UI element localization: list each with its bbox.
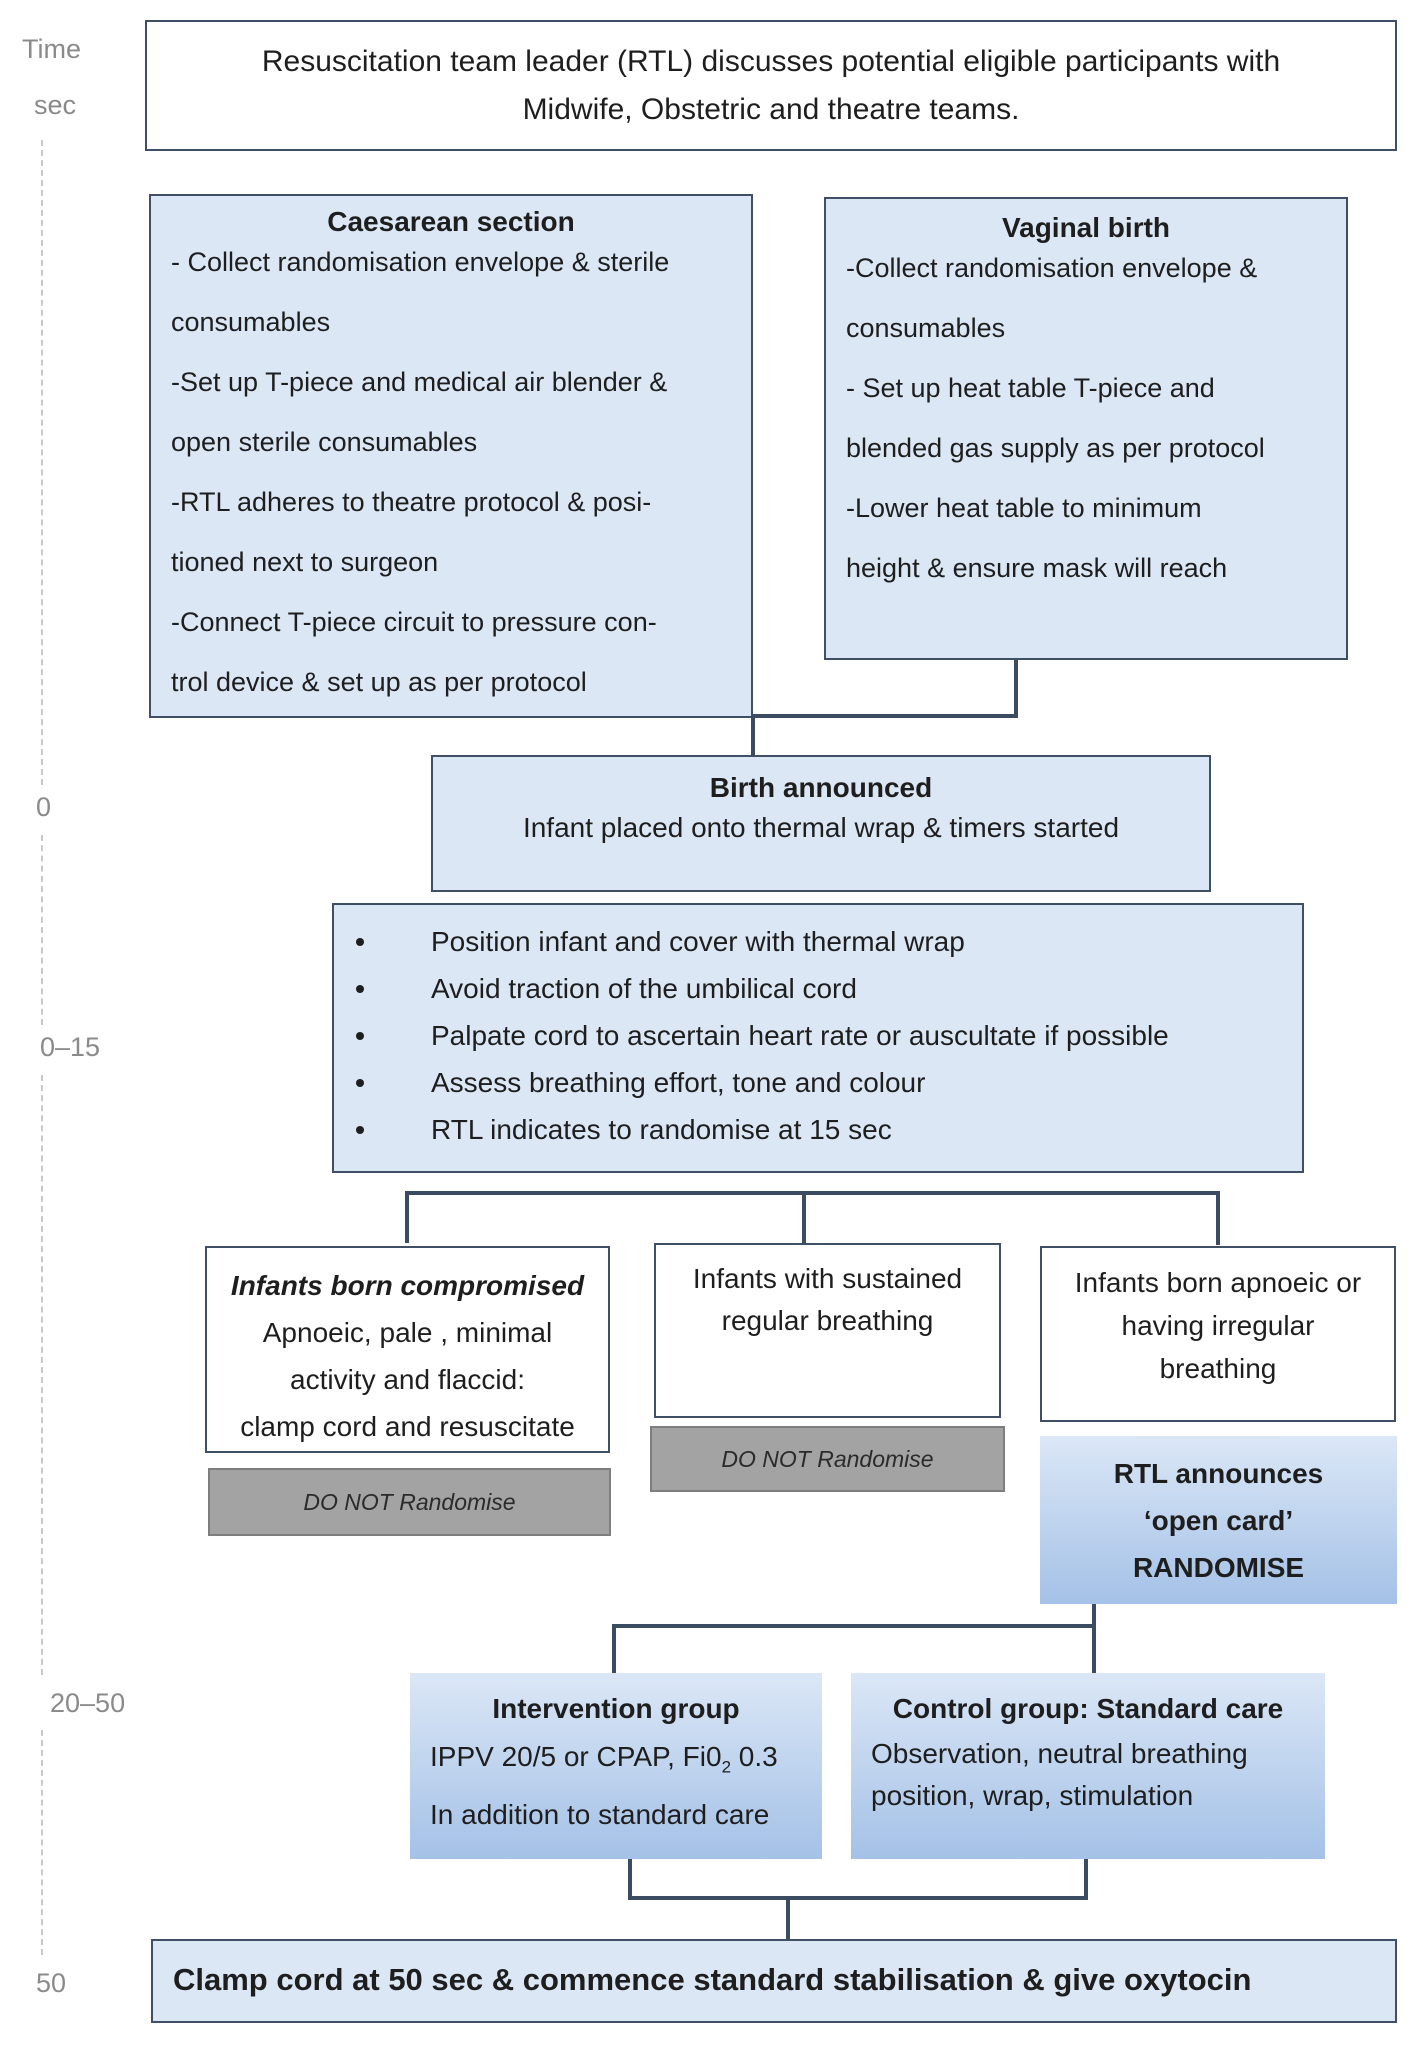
axis-dashed-line [41, 140, 43, 785]
control-group-box: Control group: Standard care Observation… [851, 1673, 1325, 1859]
birth-announced-box: Birth announced Infant placed onto therm… [431, 755, 1211, 892]
apnoeic-line-1: Infants born apnoeic or [1074, 1267, 1362, 1298]
sustained-line-2: regular breathing [721, 1305, 934, 1336]
vaginal-line-1: -Collect randomisation envelope & [846, 253, 1258, 283]
connector [1092, 1604, 1096, 1674]
connector [786, 1896, 790, 1940]
axis-dashed-line [41, 835, 43, 1025]
axis-tick-0: 0 [36, 792, 52, 822]
connector [628, 1896, 1088, 1900]
final-step-box: Clamp cord at 50 sec & commence standard… [151, 1939, 1397, 2023]
axis-tick-20-50: 20–50 [50, 1688, 126, 1718]
compromised-line-1: Apnoeic, pale , minimal [262, 1317, 553, 1348]
axis-dashed-line [41, 1075, 43, 1675]
vaginal-line-2: consumables [846, 313, 1006, 343]
intervention-group-box: Intervention group IPPV 20/5 or CPAP, Fi… [410, 1673, 822, 1859]
bullet-icon [356, 1126, 364, 1134]
control-line-1: Observation, neutral breathing [871, 1738, 1248, 1769]
compromised-line-3: clamp cord and resuscitate [240, 1411, 575, 1442]
randomise-line-2: ‘open card’ [1143, 1505, 1294, 1536]
vaginal-line-5: -Lower heat table to minimum [846, 493, 1202, 523]
steps-list: Position infant and cover with thermal w… [334, 918, 1302, 1153]
vaginal-line-4: blended gas supply as per protocol [846, 433, 1265, 463]
connector [405, 1191, 1220, 1195]
connector [1014, 660, 1018, 718]
control-title: Control group: Standard care [892, 1693, 1284, 1724]
caesarean-line-5: -RTL adheres to theatre protocol & posi- [171, 487, 652, 517]
axis-unit: sec [34, 90, 77, 120]
axis-header: Time [22, 34, 81, 64]
randomise-box: RTL announces ‘open card’ RANDOMISE [1040, 1436, 1397, 1604]
compromised-title: Infants born compromised [230, 1270, 585, 1301]
initial-steps-box: Position infant and cover with thermal w… [332, 903, 1304, 1173]
team-discussion-box: Resuscitation team leader (RTL) discusse… [145, 20, 1397, 151]
connector [628, 1859, 632, 1900]
caesarean-title: Caesarean section [327, 206, 575, 237]
axis-tick-0-15: 0–15 [40, 1032, 101, 1062]
birth-announced-title: Birth announced [709, 772, 933, 803]
sustained-line-1: Infants with sustained [692, 1263, 963, 1294]
list-item: Palpate cord to ascertain heart rate or … [334, 1012, 1302, 1059]
apnoeic-line-3: breathing [1159, 1353, 1277, 1384]
randomise-line-1: RTL announces [1113, 1458, 1324, 1489]
caesarean-line-3: -Set up T-piece and medical air blender … [171, 367, 668, 397]
vaginal-title: Vaginal birth [1001, 212, 1171, 243]
caesarean-section-box: Caesarean section - Collect randomisatio… [149, 194, 753, 718]
do-not-randomise-badge: DO NOT Randomise [208, 1468, 611, 1536]
apnoeic-infants-box: Infants born apnoeic or having irregular… [1040, 1246, 1396, 1422]
list-item: RTL indicates to randomise at 15 sec [334, 1106, 1302, 1153]
list-item: Assess breathing effort, tone and colour [334, 1059, 1302, 1106]
connector [612, 1624, 616, 1674]
list-item: Avoid traction of the umbilical cord [334, 965, 1302, 1012]
caesarean-line-8: trol device & set up as per protocol [171, 667, 587, 697]
intervention-line-1: IPPV 20/5 or CPAP, Fi02 0.3 [430, 1741, 778, 1777]
bullet-icon [356, 1079, 364, 1087]
bullet-icon [356, 1032, 364, 1040]
connector [802, 1191, 806, 1243]
vaginal-line-6: height & ensure mask will reach [846, 553, 1228, 583]
axis-dashed-line [41, 1730, 43, 1955]
connector [612, 1624, 1096, 1628]
intervention-line-2: In addition to standard care [430, 1798, 770, 1830]
intervention-title: Intervention group [492, 1693, 740, 1724]
compromised-infants-box: Infants born compromised Apnoeic, pale ,… [205, 1246, 610, 1453]
connector [751, 714, 1018, 718]
connector [405, 1191, 409, 1243]
vaginal-birth-box: Vaginal birth -Collect randomisation env… [824, 197, 1348, 660]
connector [751, 718, 755, 756]
caesarean-line-6: tioned next to surgeon [171, 547, 439, 577]
connector [1084, 1859, 1088, 1900]
caesarean-line-7: -Connect T-piece circuit to pressure con… [171, 607, 657, 637]
team-discussion-line-1: Resuscitation team leader (RTL) discusse… [261, 45, 1281, 78]
compromised-line-2: activity and flaccid: [290, 1364, 525, 1395]
control-line-2: position, wrap, stimulation [871, 1780, 1194, 1811]
do-not-randomise-badge: DO NOT Randomise [650, 1426, 1005, 1492]
list-item: Position infant and cover with thermal w… [334, 918, 1302, 965]
sustained-breathing-box: Infants with sustained regular breathing [654, 1243, 1001, 1418]
bullet-icon [356, 938, 364, 946]
apnoeic-line-2: having irregular [1121, 1310, 1315, 1341]
caesarean-line-1: - Collect randomisation envelope & steri… [171, 247, 670, 277]
vaginal-line-3: - Set up heat table T-piece and [846, 373, 1215, 403]
bullet-icon [356, 985, 364, 993]
caesarean-line-4: open sterile consumables [171, 427, 478, 457]
birth-announced-text: Infant placed onto thermal wrap & timers… [522, 812, 1120, 843]
randomise-line-3: RANDOMISE [1132, 1552, 1305, 1583]
connector [1216, 1191, 1220, 1245]
team-discussion-line-2: Midwife, Obstetric and theatre teams. [522, 93, 1020, 126]
final-step-text: Clamp cord at 50 sec & commence standard… [173, 1962, 1252, 1997]
axis-tick-50: 50 [36, 1968, 67, 1998]
caesarean-line-2: consumables [171, 307, 331, 337]
